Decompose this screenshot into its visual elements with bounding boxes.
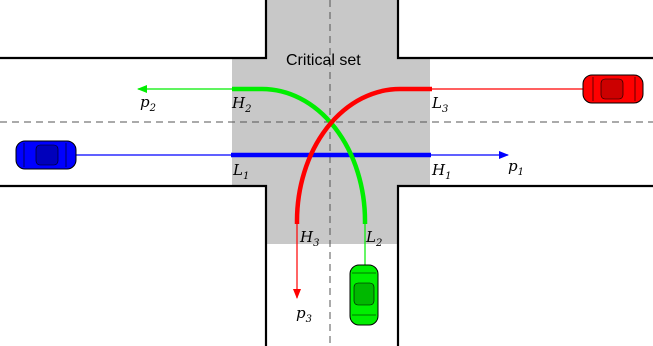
red-car: [582, 74, 644, 104]
label-L3: L3: [431, 94, 448, 115]
label-p1: p1: [508, 157, 524, 178]
red-critical-arc: [294, 86, 432, 224]
label-H1: H1: [431, 161, 451, 182]
label-H3: H3: [299, 228, 319, 249]
label-p3: p3: [296, 304, 312, 325]
blue-car: [15, 140, 77, 170]
label-p2: p2: [140, 93, 156, 114]
label-L1: L1: [232, 161, 249, 182]
green-car: [349, 264, 379, 326]
label-H2: H2: [231, 94, 251, 115]
label-L2: L2: [365, 228, 382, 249]
critical-set-label: Critical set: [286, 52, 361, 69]
green-critical-arc: [232, 86, 368, 224]
